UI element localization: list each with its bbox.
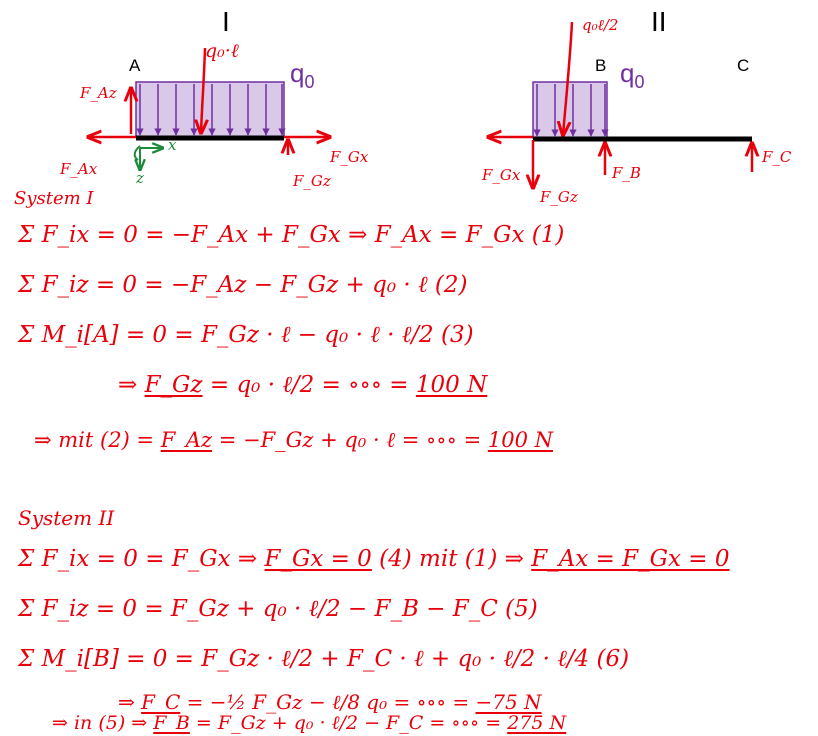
equation-5-result: ⇒ in (5) ⇒ F_B = F_Gz + q₀ · ℓ/2 − F_C =… — [52, 712, 567, 734]
coord-x-label: x — [168, 136, 177, 154]
equation-6-result: ⇒ F_C = −½ F_Gz − ℓ/8 q₀ = ∘∘∘ = −75 N — [118, 690, 542, 714]
equation-2: Σ F_iz = 0 = −F_Az − F_Gz + q₀ · ℓ (2) — [18, 272, 468, 298]
equation-3: Σ M_i[A] = 0 = F_Gz · ℓ − q₀ · ℓ · ℓ/2 (… — [18, 322, 474, 348]
system-2-roman: II — [651, 6, 667, 37]
f-c-label: F_C — [762, 148, 792, 166]
point-a-label: A — [129, 56, 141, 75]
point-b-label: B — [595, 56, 607, 75]
f-ax-label: F_Ax — [60, 160, 98, 178]
forces-system-2 — [488, 21, 752, 188]
equation-2-result: ⇒ mit (2) = F_Az = −F_Gz + q₀ · ℓ = ∘∘∘ … — [34, 428, 553, 452]
equation-3-result: ⇒ F_Gz = q₀ · ℓ/2 = ∘∘∘ = 100 N — [118, 372, 488, 398]
point-c-label: C — [737, 56, 750, 75]
distributed-load-2 — [532, 81, 609, 139]
resultant-label-2: q₀ℓ/2 — [582, 16, 619, 34]
f-gz-label-2: F_Gz — [540, 188, 578, 206]
coordinate-system — [133, 146, 163, 170]
equation-1: Σ F_ix = 0 = −F_Ax + F_Gx ⇒ F_Ax = F_Gx … — [18, 222, 565, 248]
f-az-label: F_Az — [80, 84, 117, 102]
system-1-roman: I — [222, 6, 230, 37]
f-gx-label-2: F_Gx — [482, 166, 521, 184]
load-label-2: q0 — [620, 58, 645, 93]
equation-5: Σ F_iz = 0 = F_Gz + q₀ · ℓ/2 − F_B − F_C… — [18, 596, 538, 622]
f-gz-label-1: F_Gz — [293, 172, 331, 190]
system-2-title: System II — [18, 506, 115, 530]
equation-4: Σ F_ix = 0 = F_Gx ⇒ F_Gx = 0 (4) mit (1)… — [18, 546, 730, 572]
load-label-1: q0 — [290, 58, 315, 93]
equation-6: Σ M_i[B] = 0 = F_Gz · ℓ/2 + F_C · ℓ + q₀… — [18, 646, 630, 672]
system-1-title: System I — [14, 188, 94, 209]
forces-system-1 — [88, 47, 330, 155]
f-gx-label-1: F_Gx — [330, 148, 369, 166]
resultant-label-1: q₀·ℓ — [205, 40, 239, 62]
distributed-load-1 — [135, 81, 286, 138]
f-b-label: F_B — [612, 164, 641, 182]
coord-z-label: z — [136, 169, 144, 187]
